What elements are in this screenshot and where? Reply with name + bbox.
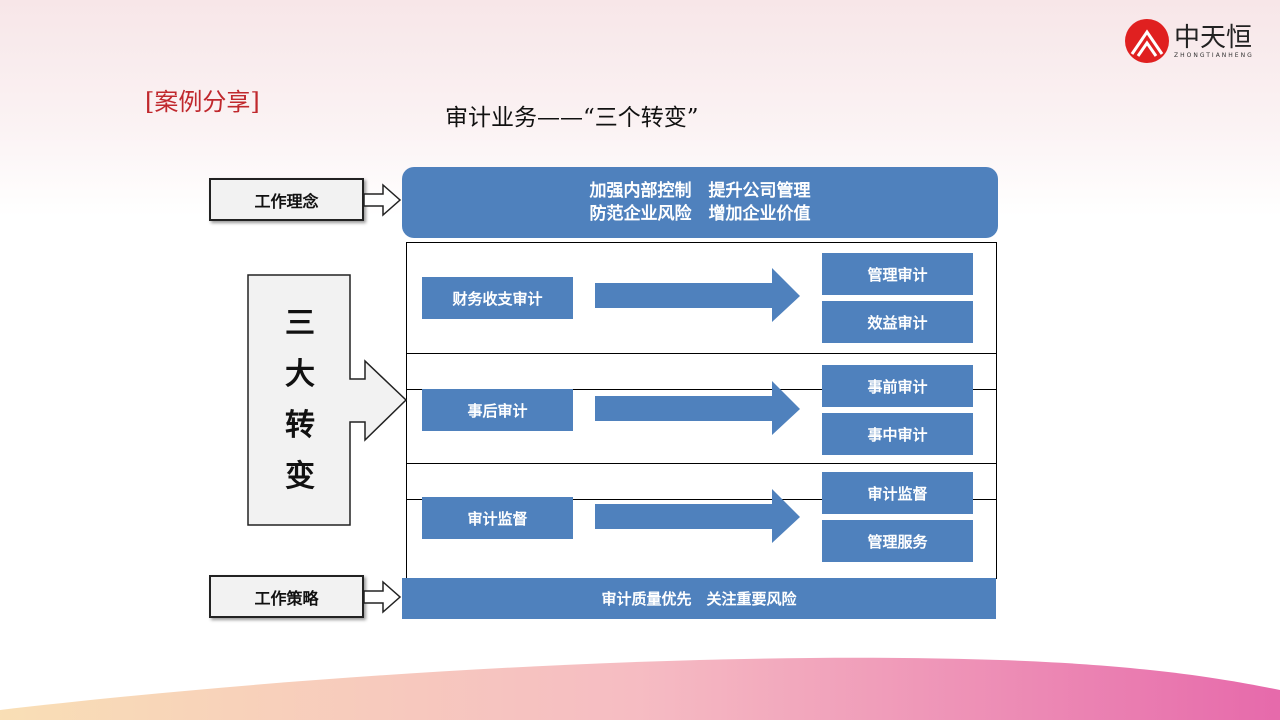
strategy-label: 工作策略	[209, 575, 364, 618]
logo-icon	[1125, 19, 1169, 63]
row-to: 事中审计	[822, 413, 973, 455]
big-label-char: 变	[285, 459, 315, 494]
arrow-right-icon	[595, 268, 800, 322]
philosophy-banner: 加强内部控制 提升公司管理 防范企业风险 增加企业价值	[402, 167, 998, 238]
arrow-right-icon	[363, 183, 402, 217]
row-to: 效益审计	[822, 301, 973, 343]
row-to: 审计监督	[822, 472, 973, 514]
logo: 中天恒 ZHONGTIANHENG	[1124, 18, 1254, 64]
big-label-char: 转	[285, 408, 315, 443]
logo-subtitle: ZHONGTIANHENG	[1174, 51, 1254, 59]
row-from: 审计监督	[422, 497, 573, 539]
row-to: 管理服务	[822, 520, 973, 562]
philosophy-label: 工作理念	[209, 178, 364, 221]
philosophy-line2: 防范企业风险 增加企业价值	[589, 203, 811, 224]
arrow-right-icon	[595, 381, 800, 435]
big-label-char: 大	[285, 357, 315, 392]
big-label: 三 大 转 变	[248, 298, 352, 502]
page-title: 审计业务——“三个转变”	[445, 105, 699, 131]
philosophy-line1: 加强内部控制 提升公司管理	[589, 180, 811, 201]
row-to: 事前审计	[822, 365, 973, 407]
logo-name: 中天恒	[1174, 22, 1253, 53]
strategy-banner: 审计质量优先 关注重要风险	[402, 578, 996, 619]
section-tag: [案例分享]	[145, 88, 260, 116]
arrow-right-icon	[595, 489, 800, 543]
big-label-char: 三	[285, 306, 315, 341]
arrow-right-icon	[363, 580, 402, 614]
big-arrow-shape	[247, 274, 408, 526]
row-from: 事后审计	[422, 389, 573, 431]
row-to: 管理审计	[822, 253, 973, 295]
row-from: 财务收支审计	[422, 277, 573, 319]
decor-wave	[0, 657, 1280, 720]
